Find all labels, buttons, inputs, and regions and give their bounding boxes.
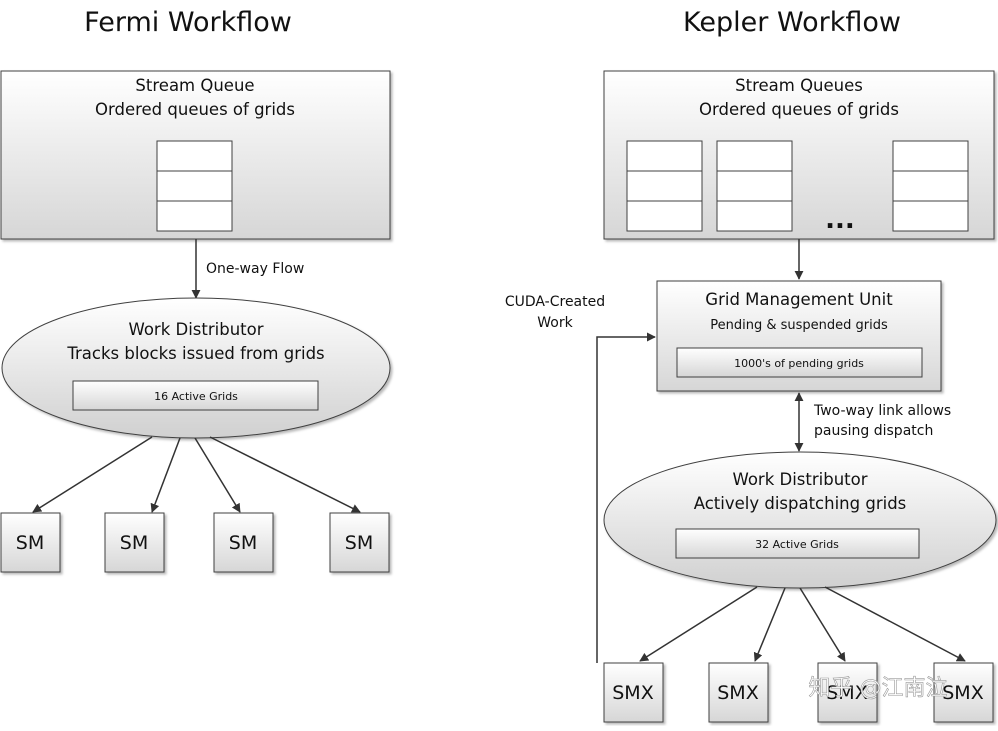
kepler-smx-label: SMX	[826, 682, 867, 704]
fermi-active-grids: 16 Active Grids	[154, 390, 238, 403]
kepler-cuda-label-2: Work	[537, 315, 573, 331]
fermi-sm-unit: SM	[329, 512, 390, 573]
fermi-queue-title: Stream Queue	[135, 76, 254, 95]
kepler-smx-label: SMX	[717, 682, 758, 704]
kepler-cuda-label: CUDA-Created	[505, 294, 605, 310]
watermark: 知乎 @江南泣	[809, 676, 948, 701]
kepler-smx-units: SMX SMX SMX SMX	[603, 662, 994, 723]
fermi-sm-label: SM	[229, 532, 257, 554]
kepler-smx-label: SMX	[942, 682, 983, 704]
fermi-sm-unit: SM	[104, 512, 165, 573]
fermi-distributor-subtitle: Tracks blocks issued from grids	[66, 344, 324, 363]
kepler-title: Kepler Workflow	[683, 7, 901, 38]
kepler-smx-unit: SMX	[603, 662, 664, 723]
kepler-cuda-feedback-arrow	[596, 332, 656, 663]
fermi-title: Fermi Workflow	[84, 7, 292, 38]
fermi-queue-subtitle: Ordered queues of grids	[95, 100, 295, 119]
fermi-sm-label: SM	[120, 532, 148, 554]
kepler-pending-grids: 1000's of pending grids	[734, 357, 864, 370]
kepler-smx-unit: SMX	[817, 662, 878, 723]
fermi-flow-label: One-way Flow	[206, 261, 304, 277]
kepler-work-distributor: Work Distributor Actively dispatching gr…	[603, 451, 997, 589]
fermi-stream-queue: Stream Queue Ordered queues of grids	[0, 70, 391, 240]
kepler-queue-stack	[716, 140, 793, 232]
fermi-dispatch-arrows	[32, 436, 361, 513]
fermi-sm-unit: SM	[0, 512, 61, 573]
kepler-gmu-title: Grid Management Unit	[705, 290, 893, 309]
kepler-queue-stack	[892, 140, 969, 232]
kepler-link-label: Two-way link allows	[813, 403, 951, 419]
kepler-distributor-title: Work Distributor	[732, 470, 867, 489]
kepler-queue-ellipsis: ...	[825, 205, 855, 235]
kepler-active-grids: 32 Active Grids	[755, 538, 839, 551]
fermi-sm-label: SM	[16, 532, 44, 554]
fermi-distributor-title: Work Distributor	[128, 320, 263, 339]
fermi-queue-stack	[156, 140, 233, 232]
fermi-work-distributor: Work Distributor Tracks blocks issued fr…	[1, 297, 391, 439]
kepler-link-label-2: pausing dispatch	[814, 423, 933, 439]
kepler-distributor-subtitle: Actively dispatching grids	[694, 494, 907, 513]
fermi-sm-unit: SM	[213, 512, 274, 573]
kepler-queue-title: Stream Queues	[735, 76, 863, 95]
kepler-queue-subtitle: Ordered queues of grids	[699, 100, 899, 119]
fermi-sm-label: SM	[345, 532, 373, 554]
kepler-smx-label: SMX	[612, 682, 653, 704]
fermi-sm-units: SM SM SM SM	[0, 512, 390, 573]
kepler-smx-unit: SMX	[933, 662, 994, 723]
kepler-stream-queues: Stream Queues Ordered queues of grids ..…	[603, 70, 995, 240]
kepler-dispatch-arrows	[639, 586, 966, 662]
kepler-grid-management-unit: Grid Management Unit Pending & suspended…	[656, 280, 942, 392]
kepler-smx-unit: SMX	[708, 662, 769, 723]
kepler-gmu-subtitle: Pending & suspended grids	[710, 318, 888, 333]
kepler-queue-stack	[626, 140, 703, 232]
